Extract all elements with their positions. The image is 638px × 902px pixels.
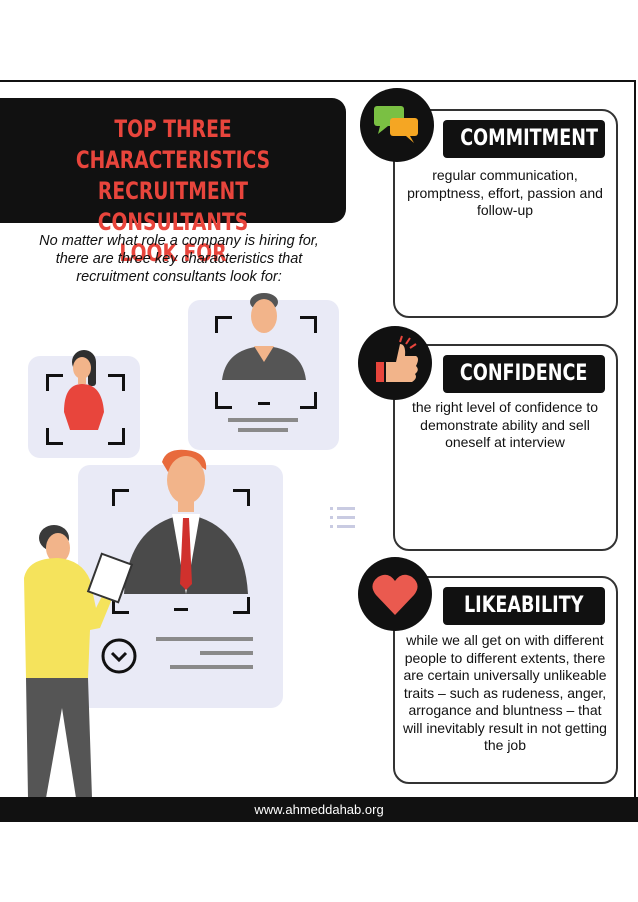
commitment-card [393,109,618,318]
frame-corner [233,489,250,506]
likeability-label: LIKEABILITY [443,587,605,625]
confidence-card [393,344,618,551]
likeability-icon-circle [358,557,432,631]
man-avatar-icon [222,293,306,380]
title-line-1: TOP THREE CHARACTERISTICS [75,115,271,174]
frame-corner [215,392,232,409]
frame-corner [108,428,125,445]
placeholder-line [238,428,288,432]
frame-corner [233,597,250,614]
frame-corner [300,392,317,409]
frame-corner [300,316,317,333]
chat-bubbles-icon [374,106,418,143]
frame-corner [112,597,129,614]
frame-corner [215,316,232,333]
footer-url[interactable]: www.ahmeddahab.org [0,797,638,822]
title-line-2: RECRUITMENT CONSULTANTS [97,177,249,236]
placeholder-line [228,418,298,422]
placeholder-line [170,665,253,669]
recruiter-figure-icon [22,525,134,810]
list-icon [330,507,355,528]
thumbs-up-icon [376,335,418,382]
placeholder-line [156,637,253,641]
businessman-avatar-icon [124,449,248,594]
placeholder-line [174,608,188,611]
commitment-label: COMMITMENT [443,120,605,158]
frame-corner [46,428,63,445]
likeability-card [393,576,618,784]
commitment-text: regular communication, promptness, effor… [407,167,603,218]
confidence-label: CONFIDENCE [443,355,605,393]
woman-avatar-icon [64,350,104,430]
title-box [0,98,346,223]
frame-corner [108,374,125,391]
page-title: TOP THREE CHARACTERISTICS RECRUITMENT CO… [38,114,308,269]
intro-text: No matter what role a company is hiring … [39,233,319,285]
confidence-text: the right level of confidence to demonst… [411,399,598,450]
placeholder-line [200,651,253,655]
page-frame [0,80,636,820]
chevron-down-circle-icon [101,638,137,674]
placeholder-line [258,402,270,405]
confidence-icon-circle [358,326,432,400]
heart-icon [372,574,418,615]
title-line-3: LOOK FOR [119,239,227,267]
frame-corner [112,489,129,506]
likeability-text: while we all get on with different peopl… [403,632,607,753]
frame-corner [46,374,63,391]
commitment-icon-circle [360,88,434,162]
